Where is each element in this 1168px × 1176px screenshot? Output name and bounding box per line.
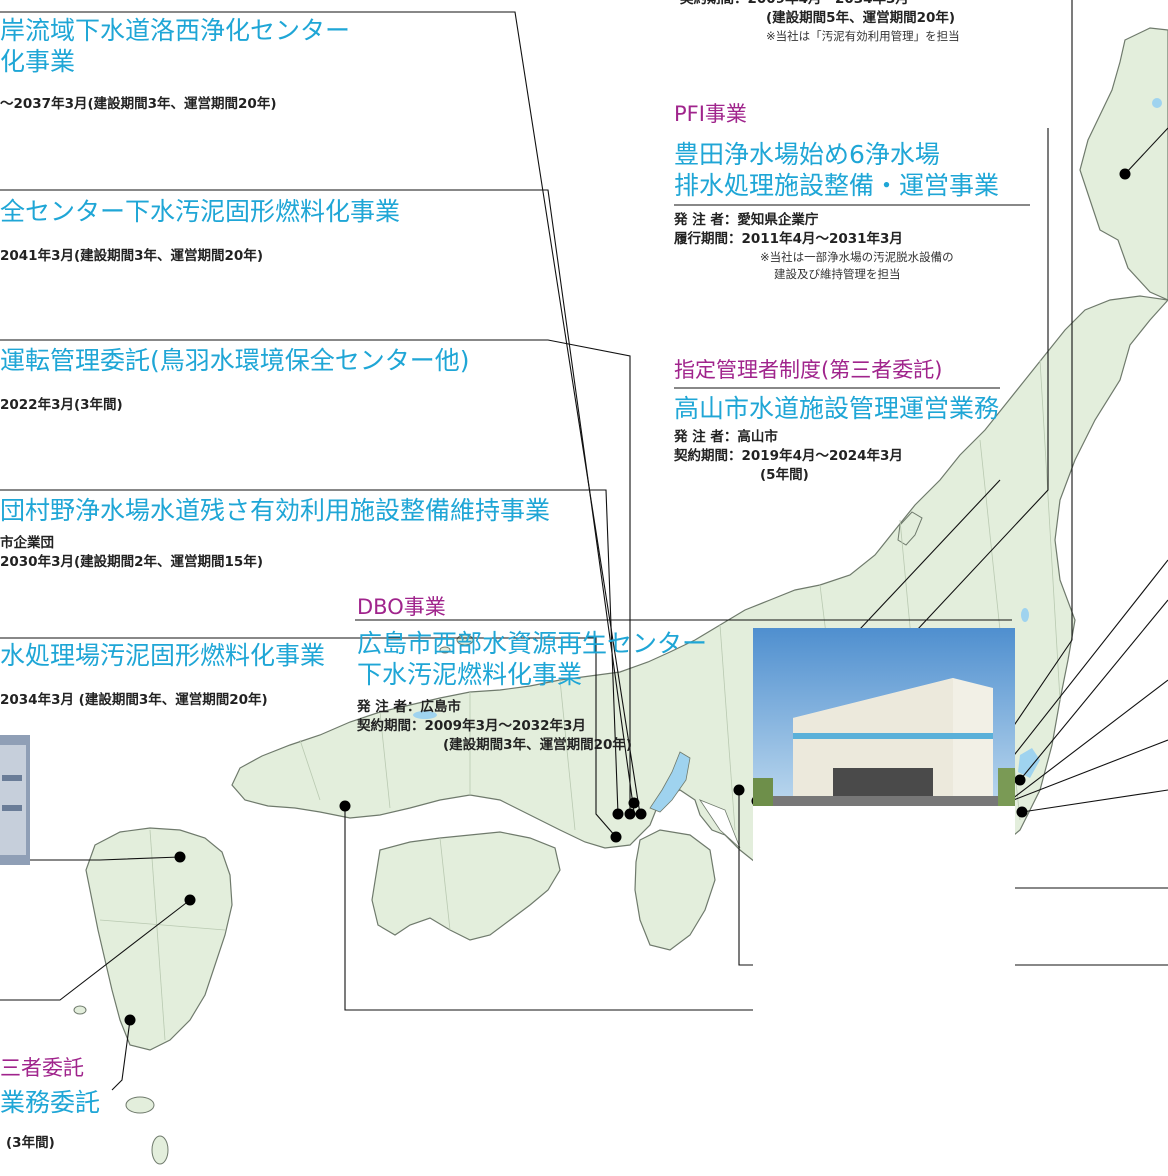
leader-lines	[0, 0, 1168, 1091]
project-period-sub: (建設期間3年、運営期間20年)	[443, 737, 633, 753]
location-dot	[184, 894, 196, 906]
facility-photo-hiroshima	[753, 628, 1015, 1176]
hokkaido-landmass	[1079, 27, 1168, 301]
project-client: 市企業団	[0, 535, 54, 551]
project-title: 高山市水道施設管理運営業務	[674, 394, 1000, 423]
project-period: 2030年3月(建設期間2年、運営期間15年)	[0, 554, 263, 570]
shikoku-landmass	[371, 831, 561, 941]
project-note: ※当社は一部浄水場の汚泥脱水設備の	[760, 250, 954, 264]
location-dot	[635, 808, 647, 820]
building-photo-icon	[753, 628, 1015, 1176]
lake-biwa	[649, 751, 691, 813]
location-dot	[339, 800, 351, 812]
project-block-pfi: PFI事業 豊田浄水場始め6浄水場 排水処理施設整備・運営事業 発 注 者：愛知…	[674, 101, 999, 283]
project-block-top: 契約期間：2009年4月〜2034年3月 (建設期間5年、運営期間20年) ※当…	[680, 0, 960, 45]
lake	[1018, 748, 1040, 778]
lake	[413, 711, 437, 719]
category-heading: DBO事業	[357, 595, 446, 619]
kyushu-landmass	[85, 827, 233, 1051]
project-title: 全センター下水汚泥固形燃料化事業	[0, 197, 401, 226]
project-period: 契約期間：2019年4月〜2024年3月	[674, 448, 903, 464]
project-period: 2022年3月(3年間)	[0, 397, 123, 413]
project-period: 2034年3月 (建設期間3年、運営期間20年)	[0, 692, 268, 708]
location-dot	[610, 831, 622, 843]
project-block-murano: 団村野浄水場水道残さ有効利用施設整備維持事業 市企業団 2030年3月(建設期間…	[0, 495, 550, 572]
small-island	[439, 646, 451, 654]
project-note: ※当社は「汚泥有効利用管理」を担当	[766, 29, 960, 43]
project-period-sub: (5年間)	[760, 467, 809, 483]
project-title: 下水汚泥燃料化事業	[357, 660, 583, 689]
location-dot	[612, 808, 624, 820]
location-dot	[1119, 168, 1131, 180]
location-dot	[124, 1014, 136, 1026]
location-dot	[733, 784, 745, 796]
project-block-rakusai: 岸流域下水道洛西浄化センター 化事業 〜2037年3月(建設期間3年、運営期間2…	[0, 15, 350, 114]
project-period: 契約期間：2009年4月〜2034年3月	[680, 0, 960, 9]
category-heading: PFI事業	[674, 102, 747, 126]
project-block-water-treatment: 水処理場汚泥固形燃料化事業 2034年3月 (建設期間3年、運営期間20年)	[0, 640, 325, 710]
project-title: 化事業	[0, 47, 76, 76]
location-dot	[628, 797, 640, 809]
project-period: 履行期間：2011年4月〜2031年3月	[674, 231, 903, 247]
building-photo-icon	[0, 735, 30, 865]
small-island	[151, 1135, 169, 1165]
project-title: 排水処理施設整備・運営事業	[674, 171, 1000, 200]
location-dot	[1014, 774, 1026, 786]
project-note: 建設及び維持管理を担当	[774, 267, 901, 281]
project-block-takayama: 指定管理者制度(第三者委託) 高山市水道施設管理運営業務 発 注 者：高山市 契…	[674, 357, 999, 485]
location-dot	[174, 851, 186, 863]
project-block-toba: 運転管理委託(鳥羽水環境保全センター他) 2022年3月(3年間)	[0, 345, 470, 415]
project-title: 豊田浄水場始め6浄水場	[674, 140, 940, 169]
facility-photo-left	[0, 735, 30, 865]
project-period: (3年間)	[6, 1135, 55, 1151]
project-period: 〜2037年3月(建設期間3年、運営期間20年)	[0, 96, 277, 112]
project-title: 団村野浄水場水道残さ有効利用施設整備維持事業	[0, 496, 551, 525]
lake	[1021, 608, 1029, 622]
category-heading: 三者委託	[0, 1056, 84, 1080]
project-title: 広島市西部水資源再生センター	[357, 629, 708, 658]
kii-peninsula	[634, 829, 716, 951]
project-block-dbo: DBO事業 広島市西部水資源再生センター 下水汚泥燃料化事業 発 注 者：広島市…	[357, 594, 707, 755]
lake	[1152, 98, 1162, 108]
sado-island	[897, 511, 923, 546]
project-period: 契約期間：2009年3月〜2032年3月	[357, 718, 586, 734]
project-client: 発 注 者：広島市	[357, 699, 461, 715]
small-island	[125, 1096, 155, 1114]
project-client: 発 注 者：高山市	[674, 429, 778, 445]
category-heading: 指定管理者制度(第三者委託)	[674, 358, 943, 382]
project-title: 業務委託	[0, 1088, 101, 1117]
location-dot	[1016, 806, 1028, 818]
project-block-third-party: 三者委託 業務委託 (3年間)	[0, 1055, 100, 1153]
project-period: 2041年3月(建設期間3年、運営期間20年)	[0, 248, 263, 264]
project-period-sub: (建設期間5年、運営期間20年)	[766, 10, 956, 26]
location-dot	[624, 808, 636, 820]
project-client: 発 注 者：愛知県企業庁	[674, 212, 819, 228]
project-block-sludge-fuel: 全センター下水汚泥固形燃料化事業 2041年3月(建設期間3年、運営期間20年)	[0, 196, 400, 266]
small-island	[73, 1005, 87, 1015]
project-title: 岸流域下水道洛西浄化センター	[0, 16, 351, 45]
project-title: 水処理場汚泥固形燃料化事業	[0, 641, 326, 670]
project-title: 運転管理委託(鳥羽水環境保全センター他)	[0, 346, 470, 375]
